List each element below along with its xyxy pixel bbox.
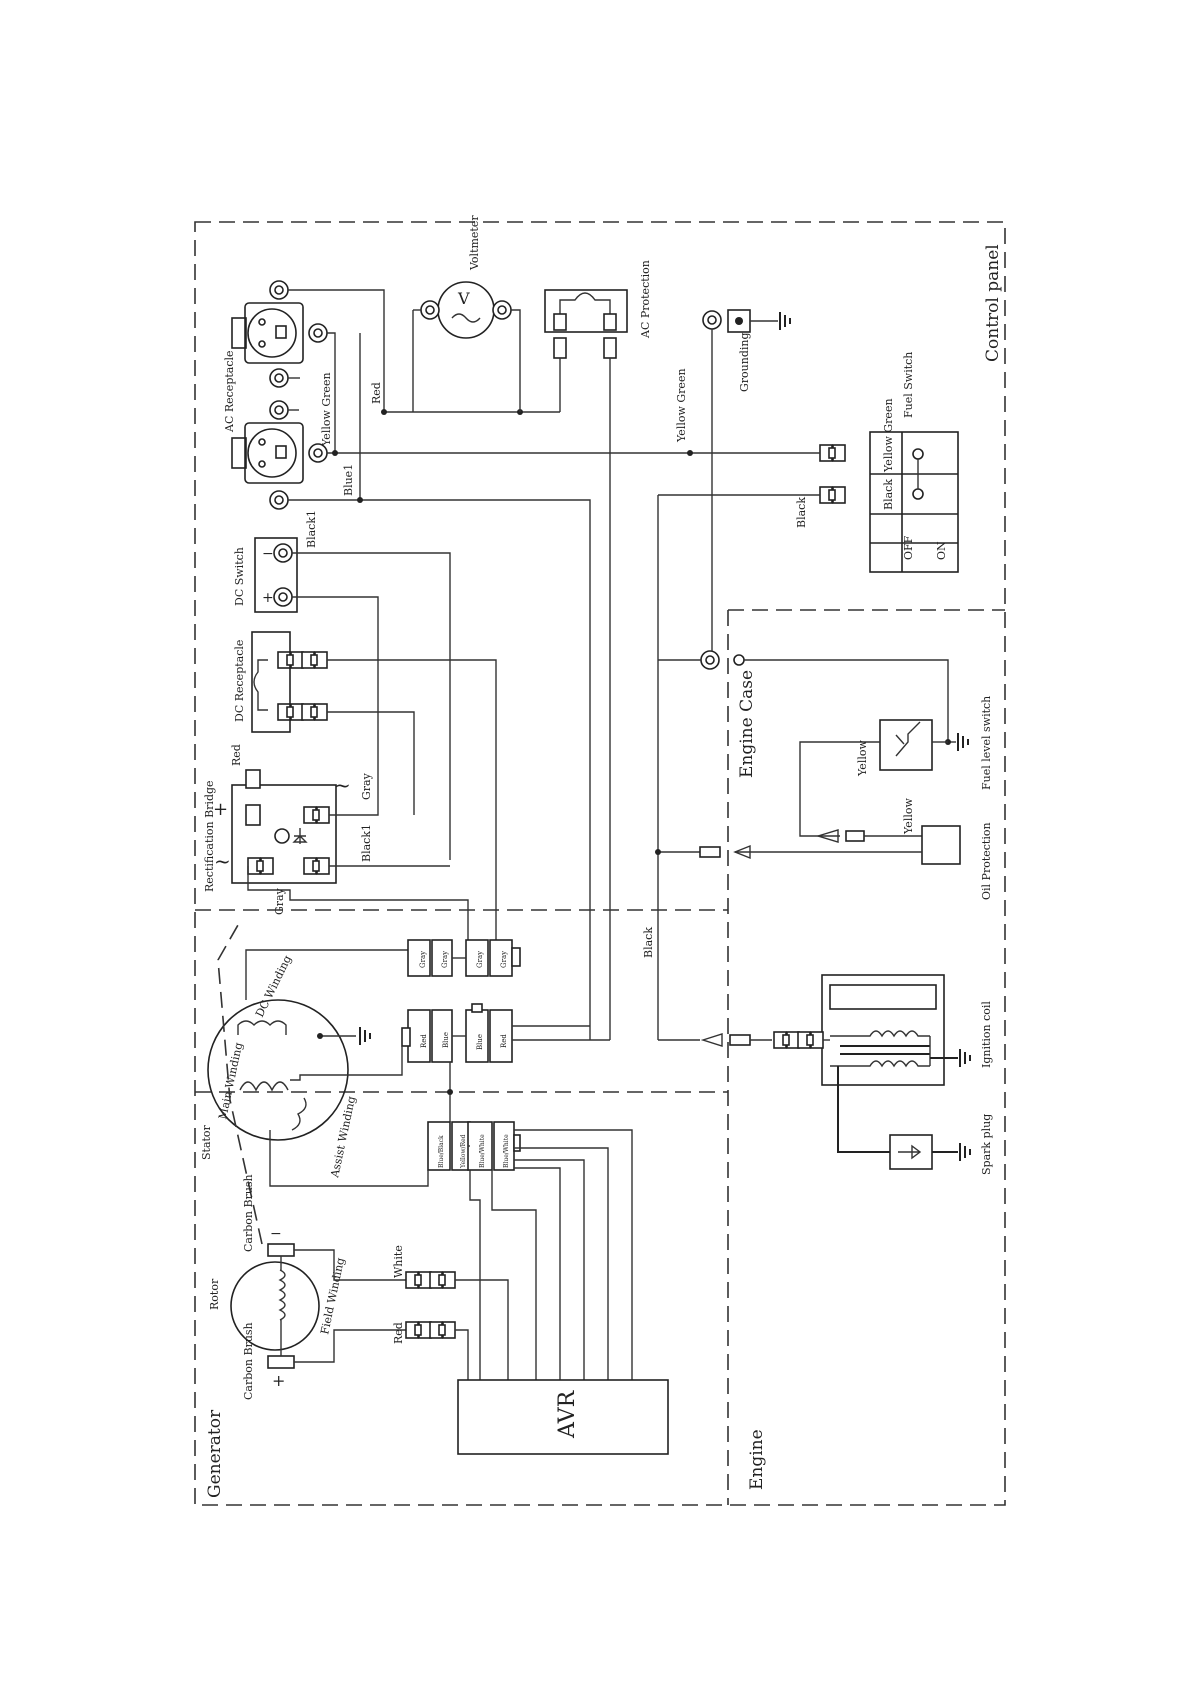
bridge-plus: + [213,799,228,820]
fuel-switch-label: Fuel Switch [902,352,915,418]
fuel-table-yellow-green: Yellow Green [882,398,895,473]
grounding [702,309,791,333]
wire-label-red-rotor: Red [392,1322,405,1344]
wire-label-black1-bridge: Black1 [360,824,373,862]
connector-label-p3: Blue/White [479,1134,486,1168]
ignition-coil-label: Ignition coil [980,1001,993,1068]
voltmeter: V [420,281,512,339]
carbon-brush-bottom-label: Carbon Brush [242,1322,255,1400]
wire-label-blue1: Blue1 [342,464,355,496]
carbon-brush-top-label: Carbon Brush [242,1174,255,1252]
fuel-level-switch-label: Fuel level switch [980,696,993,790]
grounding-label: Grounding [738,332,751,392]
wire-label-yellow-green-1: Yellow Green [320,372,333,447]
rectification-bridge [231,769,337,884]
wire-label-yellow-fls: Yellow [856,740,869,777]
avr-module [457,1379,669,1455]
connector-label-red-b: Red [500,1034,508,1048]
wire-label-red-bridge: Red [230,744,243,766]
ac-receptacle-top [231,280,328,388]
voltmeter-symbol: V [457,289,470,308]
ac-protection [544,289,628,359]
ignition-coil [821,974,945,1086]
connector-label-gray2: Gray [441,951,449,968]
dc-switch-minus: − [262,546,274,562]
wire-label-white-rotor: White [392,1245,405,1278]
spark-plug [889,1134,971,1170]
fuel-table-off: OFF [902,535,915,560]
bridge-tilde-right: ~ [334,773,351,797]
bridge-tilde-left: ~ [214,849,231,873]
fuel-level-switch [879,719,948,771]
section-generator: Generator [205,1409,225,1498]
section-engine-case: Engine Case [737,670,757,778]
avr-label: AVR [555,1389,580,1439]
connector-label-gray1: Gray [419,951,427,968]
section-borders [194,221,1006,1506]
fuel-table-on: ON [935,541,948,560]
connector-label-blue-b: Blue [476,1034,484,1050]
section-control-panel: Control panel [983,244,1003,362]
wire-label-red-1: Red [370,382,383,404]
oil-protection [921,825,961,865]
avr-connector-left [427,1121,471,1171]
fuel-table-black: Black [882,479,895,510]
dc-winding-label: DC Winding [253,953,294,1019]
connector-label-gray4: Gray [500,951,508,968]
bridge-connector-gray-2 [465,939,521,977]
spark-plug-label: Spark plug [980,1114,993,1175]
connector-label-gray3: Gray [476,951,484,968]
wire-label-gray-bottom: Gray [273,887,286,915]
rotor [230,1243,320,1369]
connector-label-blue-a: Blue [442,1032,450,1048]
avr-connector-right [467,1121,521,1171]
connector-label-p4: Blue/White [503,1134,510,1168]
dc-switch-plus: + [262,590,274,606]
ac-receptacle-bottom [231,400,328,510]
connector-label-red-a: Red [420,1034,428,1048]
connector-label-p2: Yellow/Red [460,1134,467,1169]
dc-switch: − + [254,537,298,613]
rotor-minus: − [270,1226,282,1242]
dc-receptacle-label: DC Receptacle [233,640,246,722]
dc-receptacle [251,631,328,733]
dc-switch-label: DC Switch [233,547,246,606]
field-winding-label: Field Winding [318,1257,347,1336]
rectification-bridge-label: Rectification Bridge [203,780,216,892]
ac-protection-label: AC Protection [639,260,652,339]
wire-label-black-fuel: Black [795,497,808,528]
stator-label: Stator [200,1124,213,1160]
rotor-label: Rotor [208,1278,221,1310]
connector-label-p1: Blue/Black [438,1135,445,1168]
wire-label-yellow-oil: Yellow [902,798,915,835]
assist-winding-label: Assist Winding [328,1095,358,1180]
stator-connector-gray-1 [407,939,453,977]
wire-label-black-engine: Black [642,927,655,958]
main-connector-right [465,1003,513,1063]
oil-protection-label: Oil Protection [980,822,993,900]
wire-label-gray-bridge: Gray [360,772,373,800]
wire-label-black1-dc: Black1 [305,510,318,548]
wire-label-yellow-green-2: Yellow Green [675,368,688,443]
section-engine: Engine [747,1429,767,1490]
main-connector-left [401,1009,453,1063]
engine-case-ground [700,650,969,752]
fuel-switch [819,431,959,573]
stator [207,999,349,1141]
voltmeter-label: Voltmeter [468,215,481,271]
rotor-plus: + [272,1371,285,1390]
ac-receptacle-label: AC Receptacle [223,350,236,433]
main-winding-label: Main Winding [216,1041,245,1120]
